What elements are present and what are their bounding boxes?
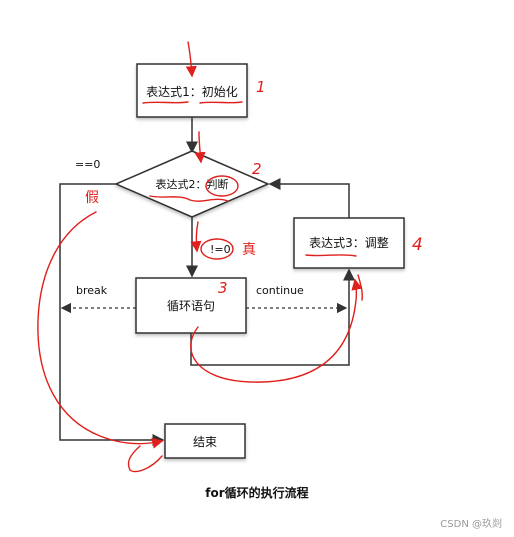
end-box: 结束 <box>164 423 246 459</box>
continue-label: continue <box>256 284 304 297</box>
red-false-mark: 假 <box>85 190 99 206</box>
body-box: 循环语句 <box>135 277 247 334</box>
body-label: 循环语句 <box>167 299 215 313</box>
red-annotations <box>37 41 363 473</box>
break-label: break <box>76 284 108 297</box>
red-num-4: 4 <box>412 235 423 255</box>
red-end-hook <box>127 445 163 473</box>
red-arrow-2 <box>194 131 206 164</box>
red-false-curve <box>37 211 164 449</box>
red-arrow-3 <box>190 221 202 253</box>
red-underline-4 <box>305 254 357 257</box>
red-true-mark: 真 <box>242 242 256 258</box>
judge-diamond: 表达式2：判断 <box>114 150 270 218</box>
judge-label: 表达式2：判断 <box>156 177 229 191</box>
adjust-box: 表达式3：调整 <box>293 217 405 269</box>
adjust-to-judge-line <box>268 178 350 218</box>
eq0-label: ==0 <box>75 158 100 171</box>
ne0-label: !=0 <box>210 243 231 256</box>
red-continue-curve <box>190 278 363 383</box>
red-underline-1a <box>142 101 189 104</box>
red-num-3: 3 <box>218 279 228 297</box>
figure-caption: for循环的执行流程 <box>205 486 309 500</box>
red-underline-1b <box>199 101 243 104</box>
red-tick-4 <box>357 274 363 301</box>
init-label: 表达式1：初始化 <box>146 85 238 99</box>
watermark: CSDN @玖剡 <box>440 519 502 530</box>
red-num-1: 1 <box>256 78 266 96</box>
red-squiggle-2 <box>149 195 229 202</box>
red-circle-judge <box>205 175 239 197</box>
red-arrow-1 <box>185 41 197 78</box>
red-circle-ne0 <box>200 238 234 260</box>
adjust-label: 表达式3：调整 <box>309 235 389 250</box>
red-num-2: 2 <box>252 160 262 178</box>
end-label: 结束 <box>193 435 217 449</box>
